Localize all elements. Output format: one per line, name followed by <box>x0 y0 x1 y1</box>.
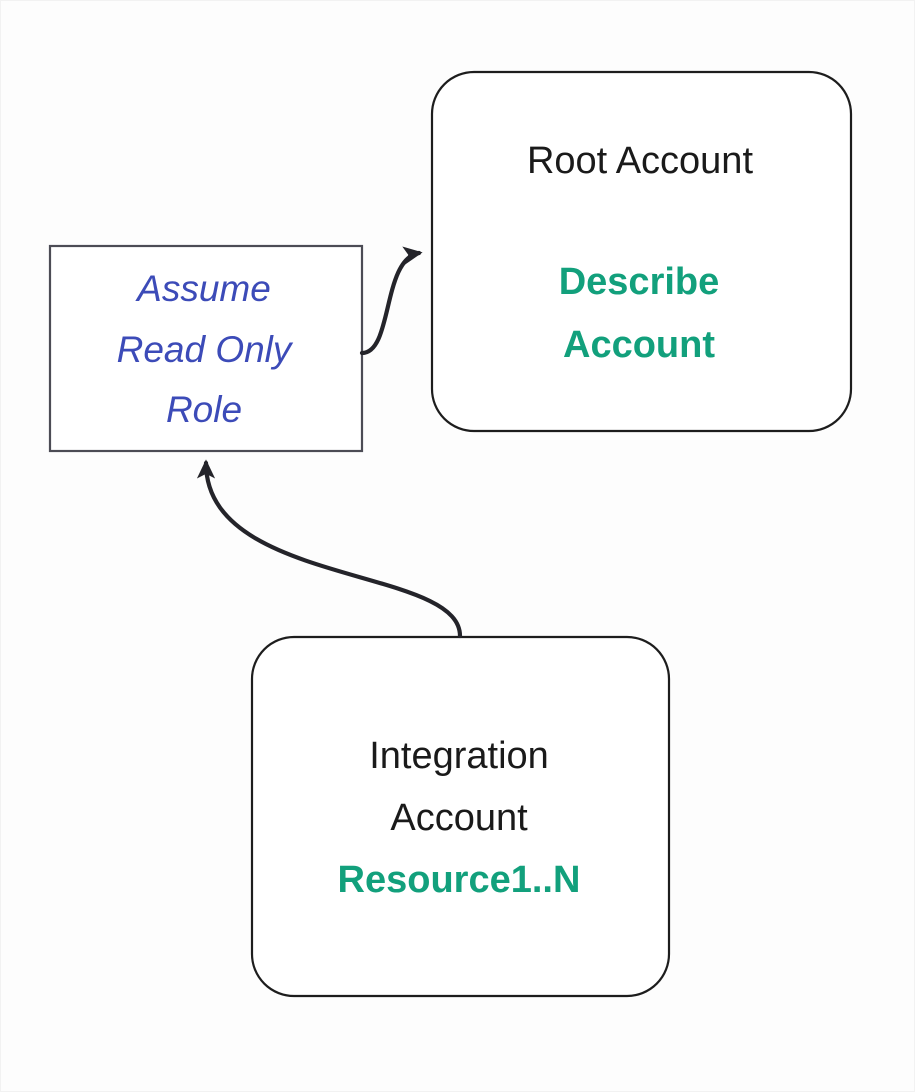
integration-account-title-line2: Account <box>390 797 528 839</box>
assume-role-label-line2: Read Only <box>117 329 294 370</box>
assume-role-label-line3: Role <box>166 389 242 430</box>
integration-account-resource: Resource1..N <box>338 859 581 901</box>
integration-account-title-line1: Integration <box>369 735 549 777</box>
edge-integration-account-to-role <box>196 459 463 639</box>
root-account-action-line2: Account <box>563 324 715 366</box>
root-account-title: Root Account <box>527 140 753 182</box>
node-root-account[interactable] <box>430 70 853 433</box>
root-account-action-line1: Describe <box>559 261 720 303</box>
node-assume-read-only-role[interactable] <box>48 244 364 453</box>
edge-role-to-root-account <box>359 246 423 356</box>
assume-role-label-line1: Assume <box>135 268 271 309</box>
